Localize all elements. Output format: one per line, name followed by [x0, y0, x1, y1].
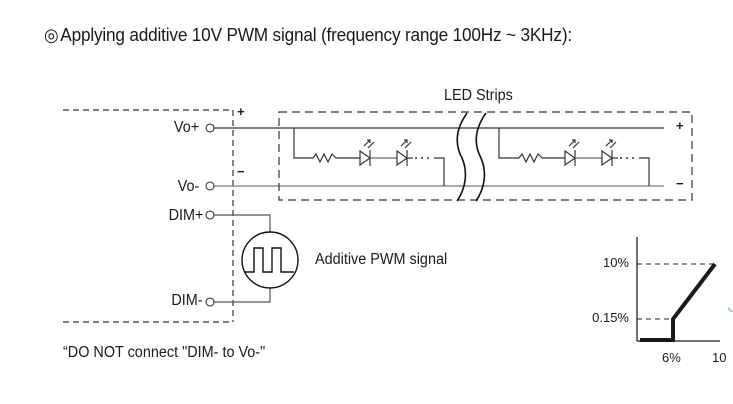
led-minus-mark: − [676, 176, 684, 191]
vo-plus-label: Vo+ [173, 119, 199, 136]
vo-minus-label: Vo- [177, 178, 199, 195]
led-icon [359, 139, 375, 167]
led-icon [601, 139, 617, 167]
x-tick-label: 10 [712, 350, 727, 365]
led-strip-enclosure [278, 111, 693, 201]
dim-plus-wire [214, 214, 271, 232]
dim-minus-wire [214, 288, 271, 303]
dim-plus-label: DIM+ [168, 207, 203, 224]
led-icon [396, 139, 412, 167]
heading-text: Applying additive 10V PWM signal (freque… [60, 24, 572, 45]
resistor-icon [312, 152, 337, 164]
square-wave-source-icon [241, 231, 299, 289]
led-strips-title: LED Strips [444, 87, 513, 104]
led-icon [564, 139, 580, 167]
dim-minus-label: DIM- [171, 292, 203, 309]
vo-plus-terminal [205, 123, 215, 133]
y-tick-label: 0.15% [592, 310, 629, 325]
led-segment-1 [293, 128, 445, 186]
driver-minus-mark: − [237, 164, 245, 179]
led-plus-mark: + [676, 118, 684, 133]
break-mark-icon [456, 112, 487, 202]
dim-minus-terminal [205, 297, 215, 307]
pwm-signal-label: Additive PWM signal [315, 251, 448, 268]
stray-mark [727, 307, 733, 313]
dimming-curve-chart [636, 237, 733, 342]
vo-minus-terminal [205, 181, 215, 191]
warning-text: “DO NOT connect "DIM- to Vo-" [63, 344, 266, 361]
dim-plus-terminal [205, 210, 215, 220]
y-tick-label: 10% [602, 255, 629, 270]
driver-plus-mark: + [237, 104, 245, 119]
driver-enclosure [63, 109, 234, 323]
bullet-double-circle-icon: ◎ [44, 25, 59, 45]
heading: ◎Applying additive 10V PWM signal (frequ… [44, 24, 572, 46]
dimming-curve-line [640, 262, 717, 342]
x-tick-label: 6% [662, 350, 681, 365]
resistor-icon [518, 152, 543, 164]
led-segment-2 [498, 128, 650, 186]
